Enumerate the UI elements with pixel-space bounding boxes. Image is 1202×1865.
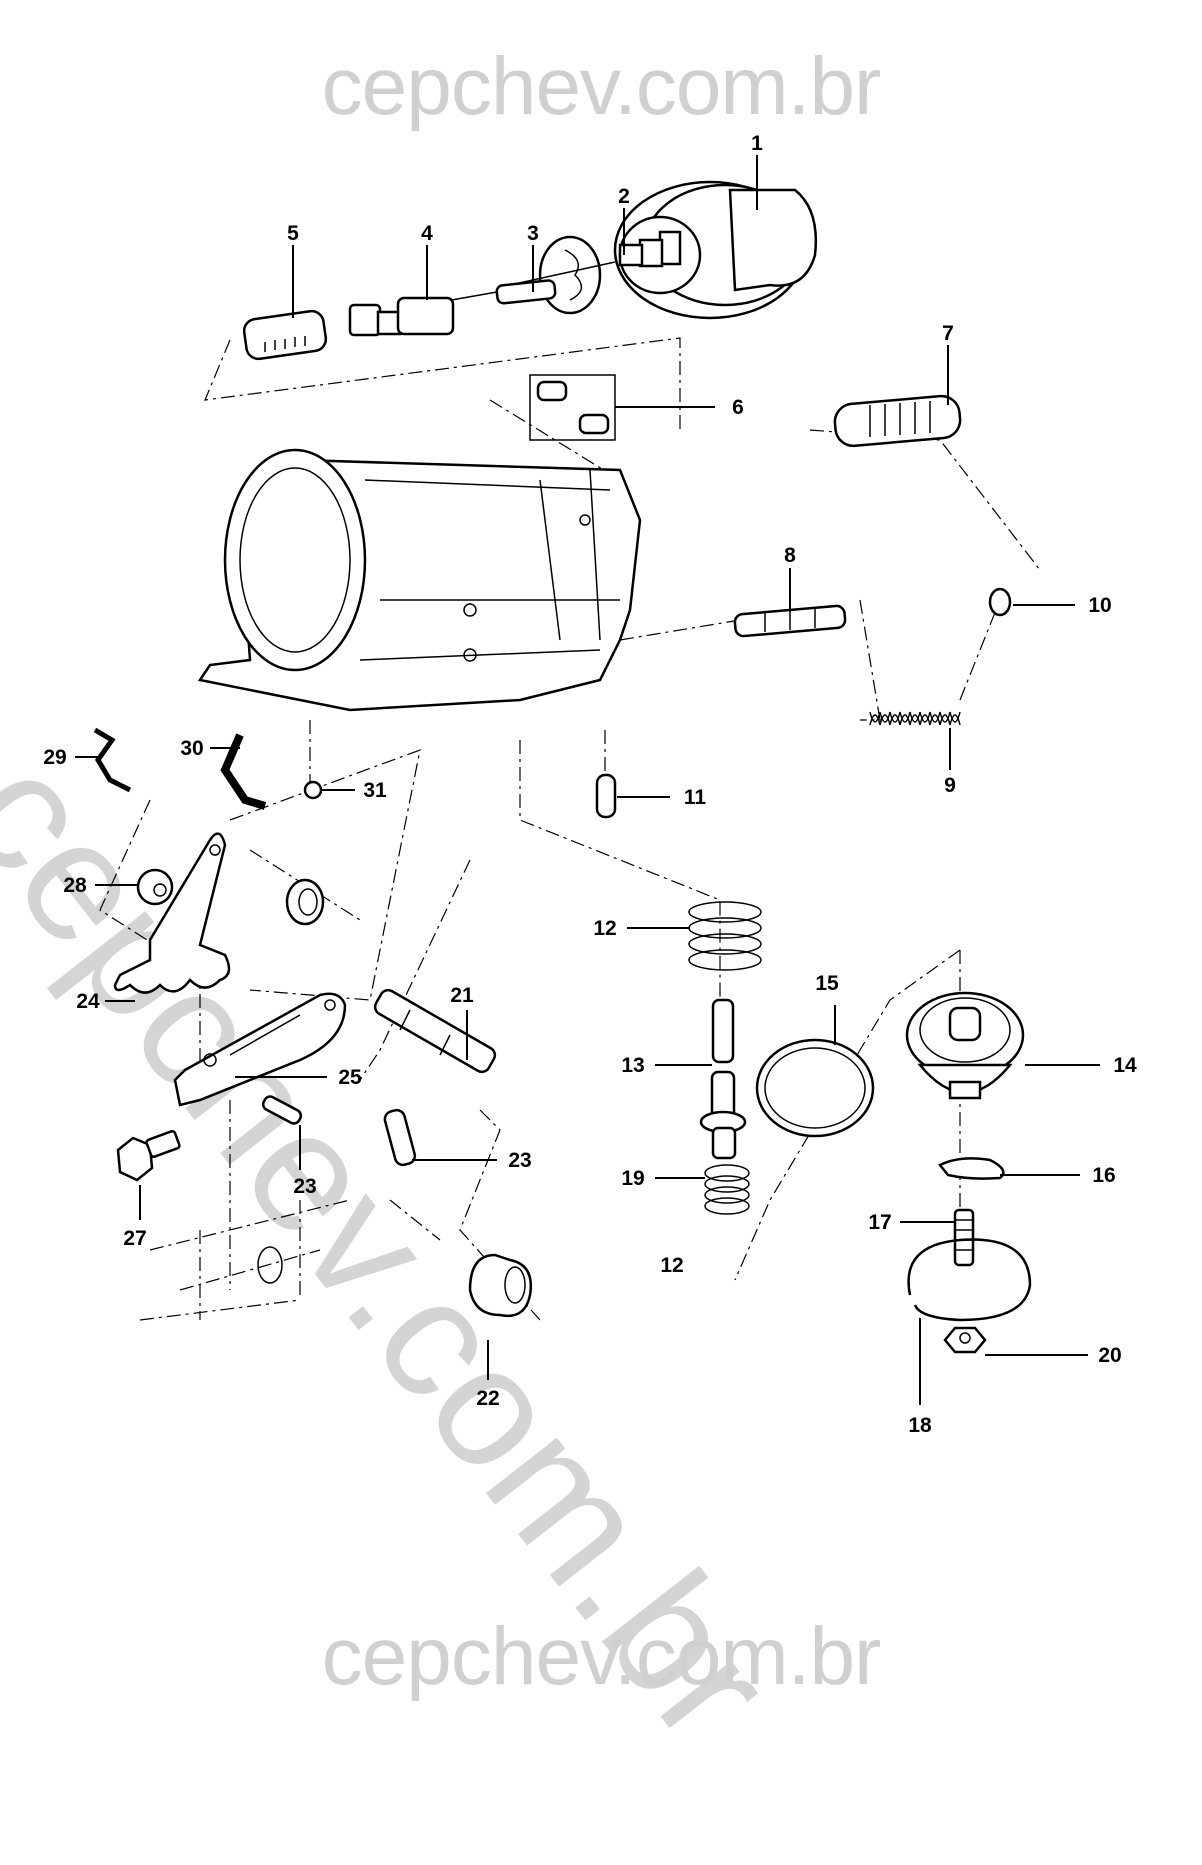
callout-2: 2: [618, 185, 630, 208]
part-21-shaft: [373, 988, 497, 1074]
callout-10: 10: [1088, 594, 1111, 617]
part-13-pin: [711, 998, 735, 1064]
part-22-seal: [468, 1253, 533, 1318]
part-5-sleeve: [242, 309, 328, 361]
watermark-bottom: cepchev.com.br: [321, 1611, 882, 1702]
part-11-pin: [595, 773, 617, 819]
callout-20: 20: [1098, 1344, 1121, 1367]
part-1-cover: [613, 180, 817, 320]
callout-22: 22: [476, 1387, 499, 1410]
part-27-bolt: [116, 1130, 181, 1182]
callout-23-left: 23: [293, 1175, 316, 1198]
callout-27: 27: [123, 1227, 146, 1250]
callout-29: 29: [43, 746, 66, 769]
callout-31: 31: [363, 779, 387, 802]
part-19-piston-rod: [699, 1070, 747, 1160]
part-28-nut: [136, 868, 174, 906]
callout-12-lower: 12: [660, 1254, 683, 1277]
part-18-snap-ring: [907, 1238, 1032, 1322]
part-30-rod: [220, 733, 267, 810]
callout-17: 17: [868, 1211, 891, 1234]
callout-12-upper: 12: [593, 917, 616, 940]
callout-23-right: 23: [508, 1149, 531, 1172]
callout-5: 5: [287, 222, 299, 245]
transmission-case: [197, 448, 642, 712]
watermark-top: cepchev.com.br: [321, 41, 882, 132]
callout-21: 21: [450, 984, 474, 1007]
part-10-ring: [988, 587, 1012, 617]
callout-16: 16: [1092, 1164, 1115, 1187]
callout-13: 13: [621, 1054, 644, 1077]
part-4-valve: [348, 296, 455, 337]
part-24-detent-lever: [113, 832, 231, 994]
part-12-spring-lower: [704, 1164, 750, 1215]
part-25-manual-lever: [173, 992, 347, 1107]
part-14-servo-piston: [905, 991, 1025, 1100]
part-17-stud: [953, 1208, 975, 1267]
part-29-rod: [93, 727, 132, 793]
part-15-seal-ring: [755, 1038, 875, 1138]
callout-4: 4: [421, 222, 433, 245]
callout-8: 8: [784, 544, 796, 567]
callout-7: 7: [942, 322, 954, 345]
part-12-spring-upper: [688, 901, 762, 971]
callout-11: 11: [684, 786, 707, 809]
part-7-sleeve: [833, 394, 962, 448]
part-6-plugs: [529, 374, 616, 441]
exploded-parts-diagram: 1 2 3 4 5 6 7 8 9 10 11 12 12 13 14 15 1…: [43, 132, 1137, 1437]
callout-14: 14: [1113, 1054, 1137, 1077]
part-16-clip: [938, 1157, 1005, 1180]
callout-9: 9: [944, 774, 956, 797]
callout-labels: 1 2 3 4 5 6 7 8 9 10 11 12 12 13 14 15 1…: [43, 132, 1137, 1437]
part-20-nut: [943, 1326, 987, 1354]
part-23-pin-right: [383, 1108, 417, 1167]
callout-6: 6: [732, 396, 744, 419]
callout-25: 25: [338, 1066, 362, 1089]
lever-assembly-sketch: [139, 1199, 351, 1321]
callout-15: 15: [815, 972, 839, 995]
callout-24: 24: [76, 990, 100, 1013]
callout-18: 18: [908, 1414, 932, 1437]
callout-3: 3: [527, 222, 539, 245]
part-3-pin: [439, 279, 557, 305]
callout-28: 28: [63, 874, 87, 897]
part-9-spring: [869, 711, 961, 726]
callout-1: 1: [751, 132, 763, 155]
part-31-ball: [303, 780, 323, 800]
callout-leaders: [75, 155, 1100, 1405]
washer: [285, 878, 325, 926]
callout-19: 19: [621, 1167, 644, 1190]
part-23-pin-left: [261, 1095, 303, 1125]
callout-30: 30: [180, 737, 203, 760]
